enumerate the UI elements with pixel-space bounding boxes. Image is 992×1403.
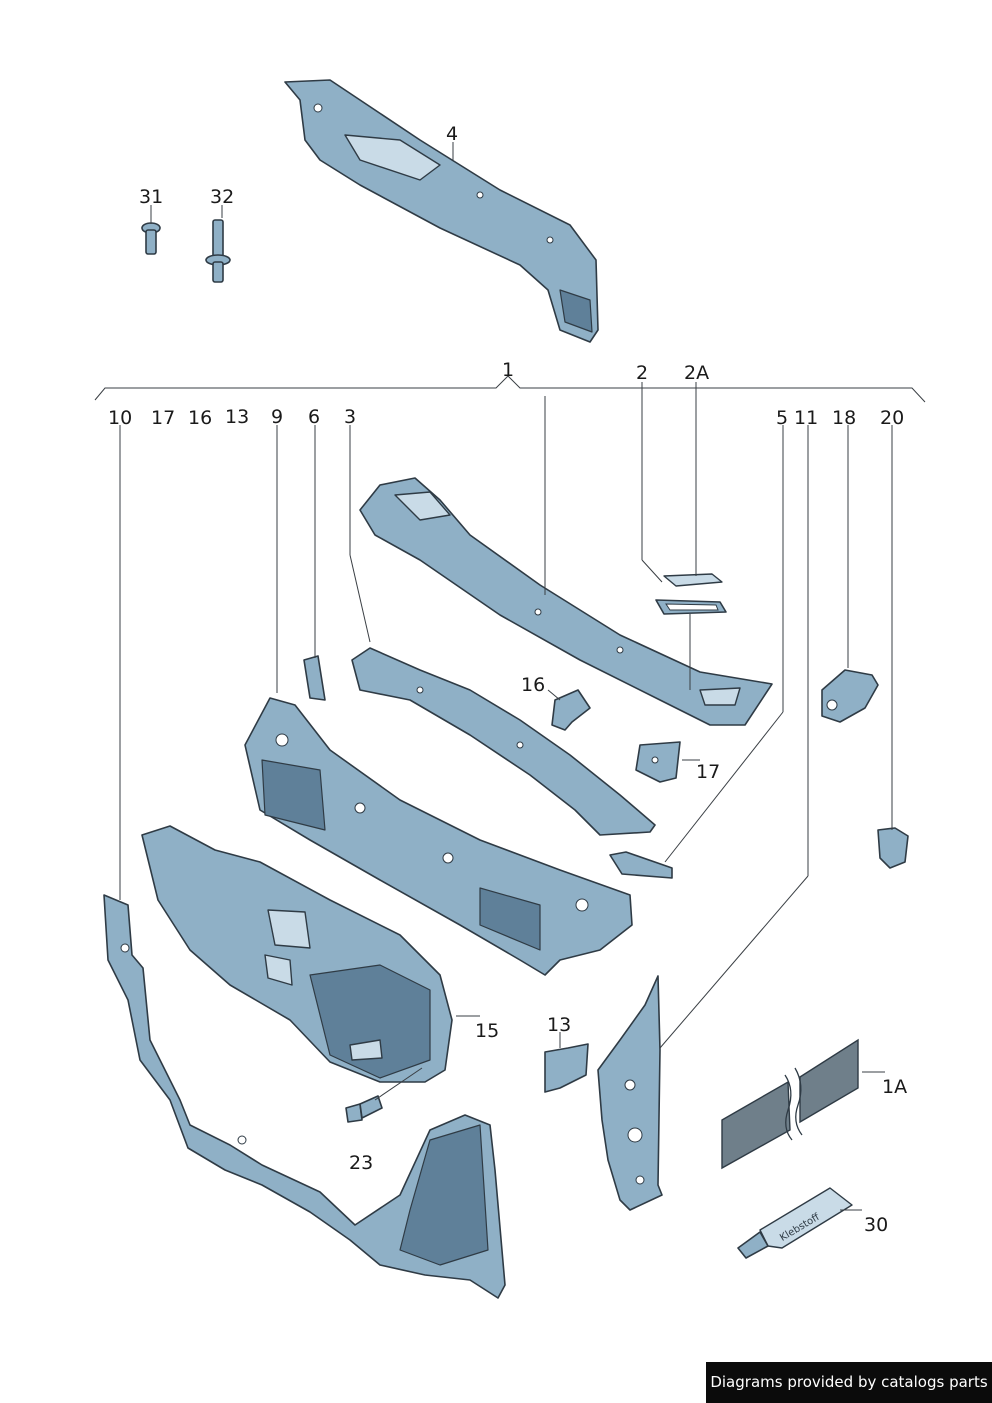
callout-10: 10 [108, 407, 132, 429]
part-32-stud-bolt [205, 219, 231, 283]
callout-18: 18 [832, 407, 856, 429]
part-4-plenum-panel [284, 79, 599, 343]
part-2-cover [663, 573, 723, 587]
part-18-bracket [821, 669, 879, 723]
part-1-cowl-cross-member [359, 477, 773, 726]
part-23-bolt [345, 1095, 383, 1123]
callout-11: 11 [794, 407, 818, 429]
callout-16: 16 [521, 674, 545, 696]
callout-2: 2 [636, 362, 648, 384]
part-13-bracket [544, 1043, 589, 1093]
callout-23: 23 [349, 1152, 373, 1174]
part-9-cowl-panel [244, 697, 633, 976]
callout-20: 20 [880, 407, 904, 429]
leader-lines [94, 142, 926, 1211]
callout-16-top: 16 [188, 407, 212, 429]
callout-32: 32 [210, 186, 234, 208]
part-31-screw [141, 222, 161, 255]
callout-13: 13 [547, 1014, 571, 1036]
callout-labels: 4 31 32 1 2 2A 10 17 16 13 9 6 3 5 11 18… [108, 123, 907, 1236]
callout-17-top: 17 [151, 407, 175, 429]
callout-3: 3 [344, 406, 356, 428]
callout-4: 4 [446, 123, 458, 145]
part-6-bracket [303, 655, 326, 701]
callout-1a: 1A [882, 1076, 907, 1098]
part-10-insulation-seal [103, 894, 506, 1299]
part-5-plate [609, 851, 673, 879]
callout-13-top: 13 [225, 406, 249, 428]
callout-31: 31 [139, 186, 163, 208]
callout-30: 30 [864, 1214, 888, 1236]
callout-2a: 2A [684, 362, 709, 384]
credit-banner: Diagrams provided by catalogs parts [706, 1362, 992, 1403]
callout-1: 1 [502, 359, 514, 381]
part-11-pillar-reinforcement [597, 975, 663, 1211]
part-15-bulkhead [141, 825, 453, 1083]
callout-15: 15 [475, 1020, 499, 1042]
part-2a-seal [655, 599, 727, 615]
callout-9: 9 [271, 406, 283, 428]
callout-17: 17 [696, 761, 720, 783]
part-20-clip [877, 827, 909, 869]
part-3-reinforcement [351, 647, 656, 836]
callout-6: 6 [308, 406, 320, 428]
callout-5: 5 [776, 407, 788, 429]
part-17-bracket [635, 741, 681, 783]
part-1a-adhesive-tape [721, 1038, 859, 1170]
part-30-adhesive-tube: Klebstoff [737, 1187, 853, 1259]
part-16-bracket [551, 689, 591, 731]
